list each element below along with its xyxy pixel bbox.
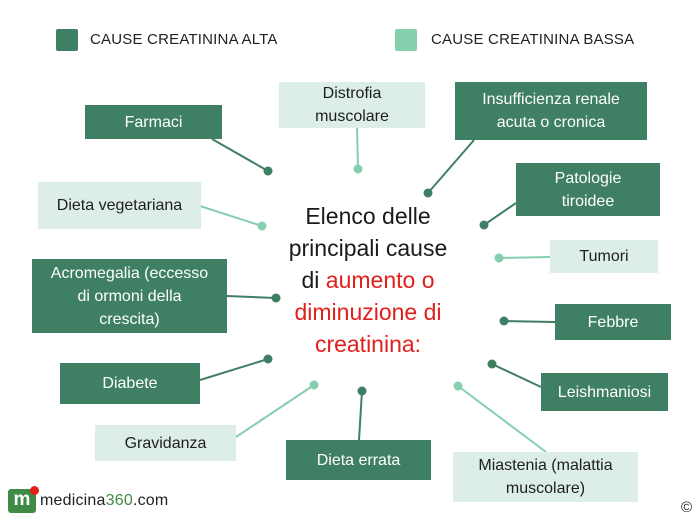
cause-label: Distrofia muscolare bbox=[315, 85, 389, 125]
cause-label: Insufficienza renale acuta o cronica bbox=[482, 91, 620, 131]
logo-icon: m bbox=[8, 486, 39, 513]
cause-label: Febbre bbox=[587, 313, 639, 331]
connector-patologie bbox=[479, 202, 517, 230]
connector-diabete bbox=[199, 354, 273, 381]
cause-box-miastenia: Miastenia (malattia muscolare) bbox=[453, 452, 638, 502]
cause-box-diabete: Diabete bbox=[60, 363, 200, 404]
legend-label-high: CAUSE CREATININA ALTA bbox=[90, 31, 278, 48]
cause-label: Diabete bbox=[102, 375, 158, 392]
cause-label: Leishmaniosi bbox=[557, 383, 652, 401]
cause-box-acromegalia: Acromegalia (eccesso di ormoni della cre… bbox=[32, 259, 227, 333]
connector-leishmaniosi bbox=[487, 359, 542, 388]
site-logo[interactable]: m medicina360.com bbox=[8, 486, 169, 513]
cause-label: Dieta errata bbox=[316, 451, 401, 469]
cause-box-leishmaniosi: Leishmaniosi bbox=[541, 373, 668, 411]
connector-farmaci bbox=[211, 138, 273, 176]
cause-box-gravidanza: Gravidanza bbox=[95, 425, 236, 461]
site-name: medicina360.com bbox=[40, 492, 169, 509]
legend-label-low: CAUSE CREATININA BASSA bbox=[431, 31, 635, 48]
connector-tumori bbox=[494, 253, 551, 263]
cause-label: Farmaci bbox=[124, 113, 183, 131]
cause-box-febbre: Febbre bbox=[555, 304, 671, 340]
cause-label: Tumori bbox=[579, 248, 629, 265]
cause-label: Patologie tiroidee bbox=[554, 169, 622, 210]
cause-label: Gravidanza bbox=[124, 434, 207, 452]
cause-label: Miastenia (malattia muscolare) bbox=[478, 457, 613, 497]
cause-box-farmaci: Farmaci bbox=[85, 105, 222, 139]
connector-dieta-errata bbox=[357, 386, 367, 441]
legend-swatch-high bbox=[56, 29, 78, 51]
cause-box-patologie-tiroidee: Patologie tiroidee bbox=[516, 163, 660, 216]
center-title: Elenco delle principali cause di aumento… bbox=[288, 203, 448, 357]
cause-box-dieta-errata: Dieta errata bbox=[286, 440, 431, 480]
cause-box-insufficienza-renale: Insufficienza renale acuta o cronica bbox=[455, 82, 647, 140]
connector-miastenia bbox=[453, 381, 547, 453]
copyright-symbol: © bbox=[680, 499, 692, 516]
cause-box-tumori: Tumori bbox=[550, 240, 658, 273]
cause-box-distrofia-muscolare: Distrofia muscolare bbox=[279, 82, 425, 128]
cause-label: Dieta vegetariana bbox=[56, 197, 183, 214]
connector-acromegalia bbox=[226, 293, 281, 303]
connector-dieta-vegetariana bbox=[199, 205, 267, 231]
cause-box-dieta-vegetariana: Dieta vegetariana bbox=[38, 182, 201, 229]
connector-febbre bbox=[499, 316, 556, 326]
connector-distrofia bbox=[353, 127, 363, 174]
cause-label: Acromegalia (eccesso di ormoni della cre… bbox=[50, 264, 209, 328]
connector-gravidanza bbox=[235, 380, 319, 438]
legend-swatch-low bbox=[395, 29, 417, 51]
connector-insufficienza bbox=[423, 139, 475, 198]
